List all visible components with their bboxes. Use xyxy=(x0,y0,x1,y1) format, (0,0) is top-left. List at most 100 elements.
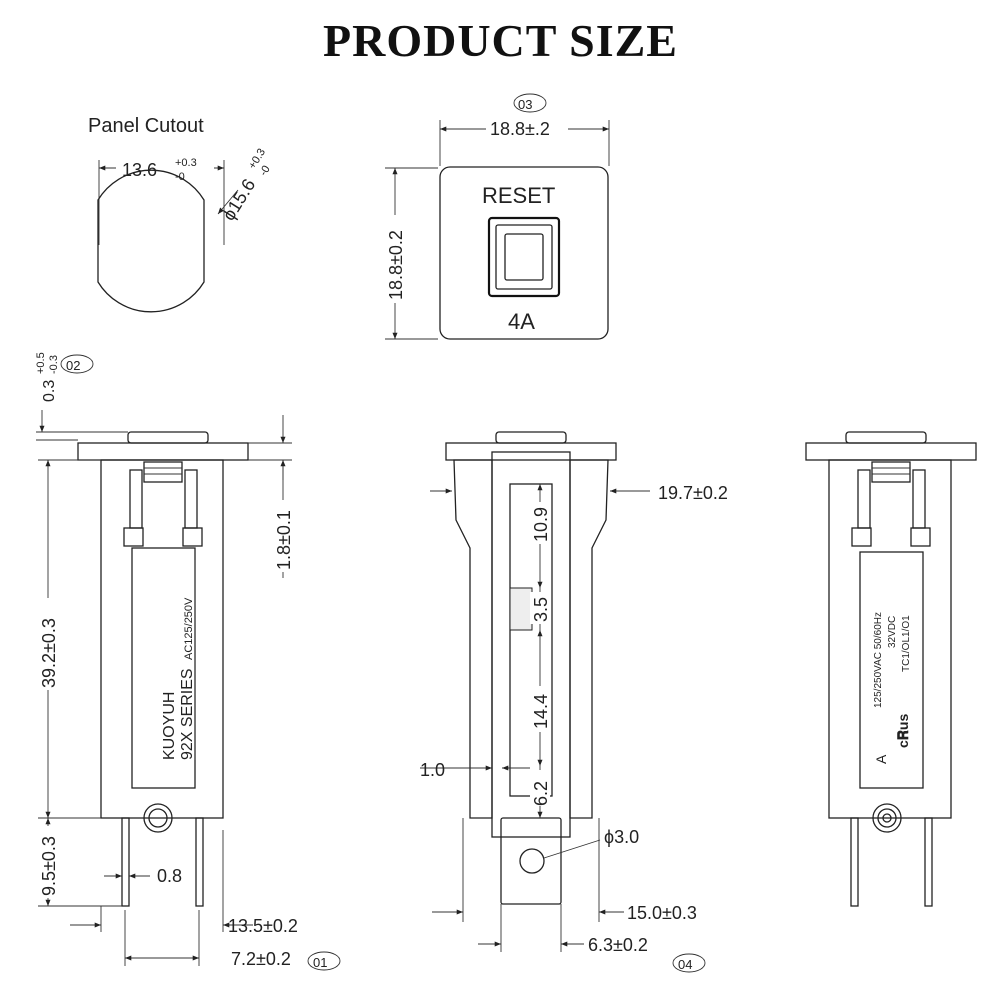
right-label-line2: 32VDC xyxy=(887,616,898,648)
depth-value: 15.0±0.3 xyxy=(627,903,697,923)
right-spring-box xyxy=(871,461,911,483)
terminal-thickness-value: 0.8 xyxy=(157,866,182,886)
right-terminal-2 xyxy=(924,817,933,907)
cutout-width-tol-plus: +0.3 xyxy=(175,157,197,169)
seg3-value: 14.4 xyxy=(531,694,551,729)
front-height-text-bg xyxy=(385,215,405,303)
right-clip-1 xyxy=(851,527,872,547)
cutout-diameter-value: ϕ15.6 xyxy=(218,175,259,224)
right-clip-2 xyxy=(910,527,931,547)
right-rail-2 xyxy=(912,469,926,529)
left-label-line2: 92X SERIES xyxy=(179,668,196,760)
right-terminal-1 xyxy=(850,817,859,907)
side-body xyxy=(491,451,571,838)
left-terminal-1 xyxy=(121,817,130,907)
right-rivet-core xyxy=(882,813,892,823)
top-gap-tol-plus: +0.5 xyxy=(35,352,47,374)
right-flange xyxy=(805,442,977,461)
front-bezel xyxy=(439,166,609,340)
reset-button-inner xyxy=(495,224,553,290)
front-view: 03 18.8±.2 18.8±0.2 RESET 4A xyxy=(385,93,610,340)
flange-text-bg xyxy=(272,500,292,572)
hole-leader xyxy=(543,839,601,859)
hole-value: ϕ3.0 xyxy=(604,827,639,847)
left-spring-box xyxy=(143,461,183,483)
left-rivet-inner xyxy=(148,808,168,828)
seg2-text-bg xyxy=(530,592,550,624)
front-reset-label: RESET xyxy=(482,183,555,208)
side-terminal-hole xyxy=(519,848,545,874)
page-title: PRODUCT SIZE xyxy=(323,15,678,66)
terminal-width-value: 6.3±0.2 xyxy=(588,935,648,955)
edge-value: 1.0 xyxy=(420,760,445,780)
side-width-value: 19.7±0.2 xyxy=(658,483,728,503)
terminal-length-text-bg xyxy=(38,826,58,898)
left-rail-2 xyxy=(184,469,198,529)
right-cert-mark: c𝐑us xyxy=(895,714,911,748)
seg1-value: 10.9 xyxy=(531,507,551,542)
reset-button-face xyxy=(504,233,544,281)
seg2-value: 3.5 xyxy=(531,597,551,622)
side-callout-circle xyxy=(672,953,706,973)
cutout-width-text-bg xyxy=(116,158,214,178)
left-rail-1 xyxy=(129,469,143,529)
front-rating-label: 4A xyxy=(508,309,535,334)
front-callout-circle xyxy=(513,93,547,113)
seg3-text-bg xyxy=(530,686,550,732)
left-callout-circle xyxy=(60,354,94,374)
right-label-panel xyxy=(859,551,924,789)
terminal-span-value: 13.5±0.2 xyxy=(228,916,298,936)
seg4-text-bg xyxy=(530,770,550,806)
side-right-clip xyxy=(569,459,609,819)
side-cap xyxy=(495,431,567,444)
side-view: 19.7±0.2 10.9 3.5 14.4 6.2 1.0 ϕ3.0 15.0… xyxy=(420,431,728,973)
side-left-clip xyxy=(453,459,493,819)
right-label-line1: 125/250VAC 50/60Hz xyxy=(873,612,884,708)
cutout-diameter-leader xyxy=(217,189,239,215)
left-body xyxy=(100,459,224,819)
front-width-text-bg xyxy=(486,118,568,138)
terminal-callout-circle xyxy=(307,951,341,971)
front-height-value: 18.8±0.2 xyxy=(386,230,406,300)
body-height-text-bg xyxy=(38,598,58,690)
left-terminal-2 xyxy=(195,817,204,907)
left-callout-label: 02 xyxy=(66,358,80,373)
right-label-mark: A xyxy=(873,754,889,764)
terminal-length-value: 9.5±0.3 xyxy=(39,836,59,896)
terminal-callout-label: 01 xyxy=(313,955,327,970)
left-label-line3: AC125/250V xyxy=(183,597,195,660)
left-cap xyxy=(127,431,209,444)
panel-cutout-label: Panel Cutout xyxy=(88,115,204,137)
left-rivet-outer xyxy=(143,803,173,833)
left-clip-1 xyxy=(123,527,144,547)
right-cap xyxy=(845,431,927,444)
panel-cutout: Panel Cutout 13.6 +0.3 -0 ϕ15.6 +0.3 -0 xyxy=(88,115,273,313)
right-rivet-outer xyxy=(872,803,902,833)
right-body xyxy=(828,459,952,819)
terminal-offset-value: 7.2±0.2 xyxy=(231,949,291,969)
seg1-text-bg xyxy=(530,502,550,544)
right-rivet-inner xyxy=(877,808,897,828)
left-clip-2 xyxy=(182,527,203,547)
top-gap-tol-minus: -0.3 xyxy=(48,355,60,374)
front-width-value: 18.8±.2 xyxy=(490,119,550,139)
left-view: 02 0.3 +0.5 -0.3 KUOYUH 92X SERIES AC125… xyxy=(35,352,341,971)
right-view: 125/250VAC 50/60Hz 32VDC TC1/OL1/O1 A c𝐑… xyxy=(805,431,977,907)
front-callout-label: 03 xyxy=(518,97,532,112)
seg4-value: 6.2 xyxy=(531,781,551,806)
right-rail-1 xyxy=(857,469,871,529)
reset-button-frame xyxy=(487,216,561,298)
cutout-outline xyxy=(97,169,205,313)
left-label-line1: KUOYUH xyxy=(161,692,178,760)
right-label-line3: TC1/OL1/O1 xyxy=(901,615,912,672)
side-window xyxy=(509,587,533,631)
body-height-value: 39.2±0.3 xyxy=(39,618,59,688)
left-flange xyxy=(77,442,249,461)
cutout-width-value: 13.6 xyxy=(122,160,157,180)
flange-value: 1.8±0.1 xyxy=(274,510,294,570)
side-terminal xyxy=(500,817,562,905)
side-callout-label: 04 xyxy=(678,957,692,972)
top-gap-value: 0.3 xyxy=(41,380,58,402)
side-flange xyxy=(445,442,617,461)
